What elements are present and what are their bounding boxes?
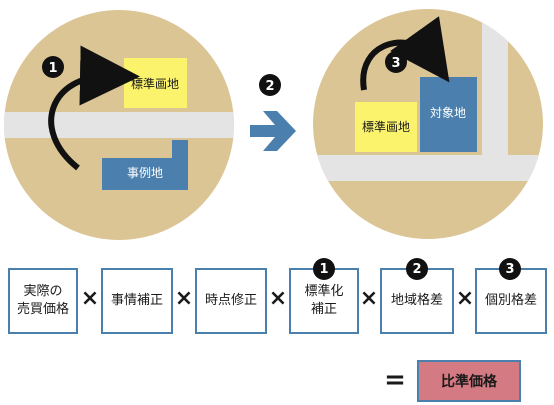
left-standard-lot-label: 標準画地 <box>131 76 179 91</box>
right-standard-lot <box>355 102 417 152</box>
right-standard-lot-label: 標準画地 <box>362 119 410 134</box>
times-operator: × <box>174 286 194 311</box>
term-actual-price: 実際の 売買価格 <box>8 268 78 334</box>
right-road-horizontal <box>313 155 543 181</box>
left-case-lot-label: 事例地 <box>127 166 163 180</box>
equals-operator: = <box>384 365 406 395</box>
right-arrow-icon <box>250 111 296 151</box>
right-badge-number: 3 <box>391 56 400 71</box>
center-badge-number: 2 <box>265 79 274 94</box>
times-operator: × <box>268 286 288 311</box>
illustration-area: 標準画地 事例地 1 2 標準画地 対象地 3 <box>4 9 543 240</box>
right-scene: 標準画地 対象地 3 <box>313 9 543 239</box>
term-line: 地域格差 <box>390 293 443 308</box>
term-line: 時点修正 <box>204 293 257 308</box>
left-scene: 標準画地 事例地 1 <box>4 10 234 240</box>
term-standardization: 標準化 補正 <box>289 268 359 334</box>
term-badge: 3 <box>499 258 521 280</box>
right-target-lot-label: 対象地 <box>430 106 466 120</box>
times-operator: × <box>359 286 379 311</box>
left-case-lot <box>102 140 188 190</box>
left-badge <box>42 56 64 78</box>
term-time-adjustment: 時点修正 <box>195 268 267 334</box>
result-comparable-price: 比準価格 <box>417 360 521 402</box>
term-badge: 1 <box>313 258 335 280</box>
transition-arrow: 2 <box>250 74 296 151</box>
times-operator: × <box>455 286 475 311</box>
term-line: 売買価格 <box>16 302 69 317</box>
center-badge <box>259 74 281 96</box>
term-badge: 2 <box>406 258 428 280</box>
right-target-lot <box>420 77 477 152</box>
term-line: 補正 <box>310 302 337 317</box>
term-line: 事情補正 <box>110 293 163 308</box>
right-road-vertical <box>482 9 508 181</box>
right-badge <box>385 51 407 73</box>
term-line: 標準化 <box>304 284 344 299</box>
term-line: 実際の <box>23 284 63 299</box>
left-badge-number: 1 <box>48 61 57 76</box>
right-curved-arrow <box>360 16 450 91</box>
term-line: 個別格差 <box>484 293 537 308</box>
times-operator: × <box>80 286 100 311</box>
term-circumstance-correction: 事情補正 <box>101 268 173 334</box>
left-road <box>4 112 234 138</box>
left-curved-arrow <box>48 45 140 171</box>
